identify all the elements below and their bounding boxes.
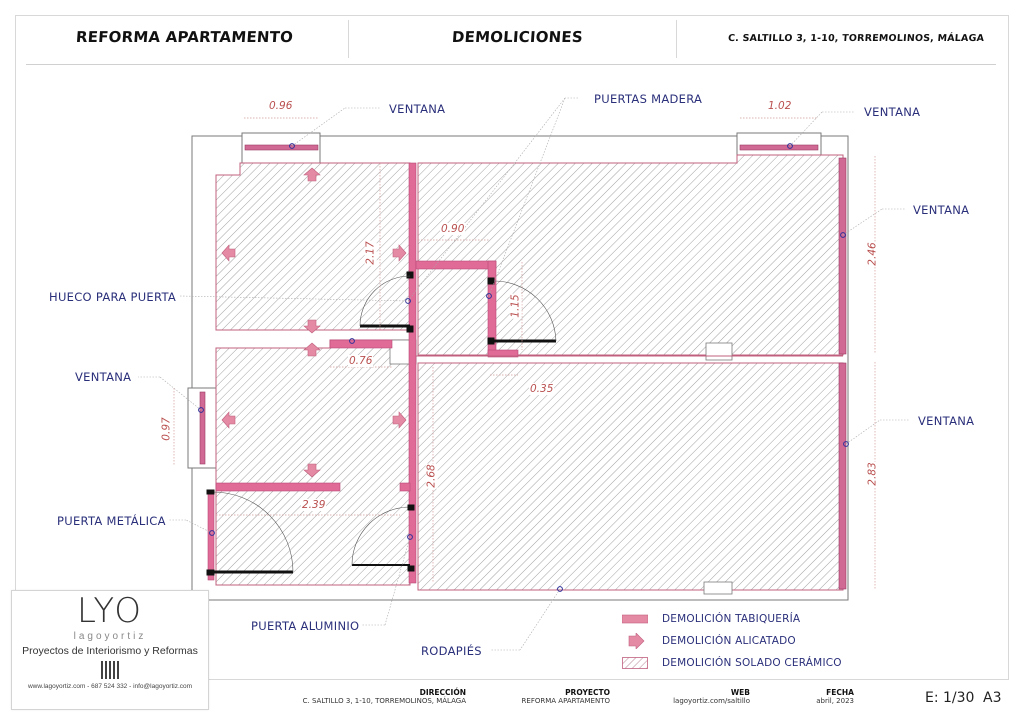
footer-web: WEB lagoyortiz.com/saltillo [660, 688, 750, 705]
footer-label: FECHA [826, 688, 854, 697]
logo-contact: www.lagoyortiz.com - 687 524 332 - info@… [27, 683, 193, 690]
label-puerta-aluminio: PUERTA ALUMINIO [251, 619, 360, 633]
footer-proyecto: PROYECTO REFORMA APARTAMENTO [510, 688, 610, 705]
dimension-label: 1.02 [767, 100, 793, 112]
pink-arrow-icon [628, 633, 645, 649]
footer-label: WEB [730, 688, 750, 697]
footer-value: lagoyortiz.com/saltillo [673, 697, 750, 705]
paper-size-label: A3 [983, 690, 1002, 706]
dimension-label: 0.96 [268, 100, 294, 112]
legend-item-solado: DEMOLICIÓN SOLADO CERÁMICO [622, 655, 842, 671]
company-logo-card: LYO lagoyortiz Proyectos de Interiorismo… [11, 590, 209, 710]
dimension-label: 1.15 [509, 293, 522, 319]
label-ventana: VENTANA [75, 370, 132, 384]
scale-label: E: 1/30 [925, 690, 975, 706]
footer-value: abril, 2023 [816, 697, 854, 705]
dimension-label: 0.90 [440, 223, 466, 235]
hatch-icon [622, 657, 648, 669]
footer-label: PROYECTO [565, 688, 610, 697]
footer-direccion: DIRECCIÓN C. SALTILLO 3, 1-10, TORREMOLI… [300, 688, 466, 705]
dimension-label: 2.68 [425, 463, 438, 489]
logo-tagline: Proyectos de Interiorismo y Reformas [22, 645, 198, 657]
label-ventana: VENTANA [918, 414, 975, 428]
legend-label: DEMOLICIÓN TABIQUERÍA [662, 613, 801, 625]
footer-value: REFORMA APARTAMENTO [521, 697, 610, 705]
label-rodapies: RODAPIÉS [421, 644, 482, 658]
label-ventana: VENTANA [389, 102, 446, 116]
pink-bar-icon [622, 614, 648, 624]
logo-name: lagoyortiz [73, 631, 147, 642]
label-puerta-metalica: PUERTA METÁLICA [57, 514, 166, 528]
dimension-label: 0.97 [160, 416, 173, 442]
label-hueco-para-puerta: HUECO PARA PUERTA [49, 290, 177, 304]
qr-code-icon [101, 661, 119, 679]
header-rule [26, 64, 996, 65]
dimension-label: 0.76 [348, 355, 374, 367]
label-ventana: VENTANA [864, 105, 921, 119]
dimension-label: 2.39 [301, 499, 327, 511]
header-divider [348, 20, 349, 58]
dimension-label: 2.83 [866, 461, 879, 487]
footer-value: C. SALTILLO 3, 1-10, TORREMOLINOS, MÁLAG… [302, 697, 466, 705]
header-divider [676, 20, 677, 58]
dimension-label: 2.17 [364, 240, 377, 266]
legend-label: DEMOLICIÓN ALICATADO [662, 635, 796, 647]
footer-fecha: FECHA abril, 2023 [800, 688, 854, 705]
legend-item-alicatado: DEMOLICIÓN ALICATADO [622, 633, 796, 649]
dimension-label: 2.46 [866, 241, 879, 267]
label-ventana: VENTANA [913, 203, 970, 217]
sheet-frame [15, 15, 1009, 680]
legend-item-tabiqueria: DEMOLICIÓN TABIQUERÍA [622, 611, 800, 627]
dimension-label: 0.35 [529, 383, 555, 395]
label-puertas-madera: PUERTAS MADERA [594, 92, 703, 106]
logo-mark: LYO [76, 591, 144, 631]
footer-label: DIRECCIÓN [419, 688, 466, 697]
legend-label: DEMOLICIÓN SOLADO CERÁMICO [662, 657, 842, 669]
